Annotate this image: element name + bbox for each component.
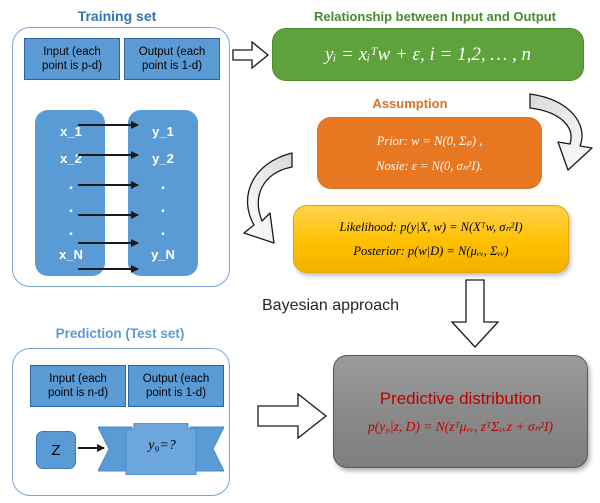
training-input-value: . [68,196,74,216]
mapping-arrow-icon [78,150,139,159]
training-output-chip-line1: Output (each [138,46,206,58]
relationship-formula-box: yᵢ = xᵢᵀw + ε, i = 1,2, … , n [272,28,584,81]
training-output-column: y_1 y_2 . . . y_N [128,110,198,276]
training-output-value: y_N [151,246,175,262]
training-input-value: x_1 [60,123,82,139]
assumption-box: Prior: w = N(0, Σₚ) , Nosie: ε = N(0, σₙ… [317,117,542,189]
training-input-value: x_2 [60,150,82,166]
training-output-chip-line2: point is 1-d) [141,60,203,72]
bayesian-approach-label: Bayesian approach [262,297,399,314]
relationship-caption: Relationship between Input and Output [314,9,556,24]
prediction-output-chip-line1: Output (each [142,373,210,385]
training-input-value: . [68,219,74,239]
predictive-distribution-box: Predictive distribution p(y₉|z, D) = N(z… [333,355,588,468]
prediction-input-chip: Input (each point is n-d) [30,365,126,407]
arrow-assumption-to-inference-icon [240,145,310,255]
arrow-inference-to-predictive-icon [448,278,502,350]
assumption-caption: Assumption [372,96,448,111]
prediction-output-chip-line2: point is 1-d) [145,387,207,399]
training-input-column: x_1 x_2 . . . x_N [35,110,105,276]
arrow-relationship-to-assumption-icon [502,84,598,184]
mapping-arrow-icon [78,264,139,273]
mapping-arrow-icon [78,210,139,219]
mapping-arrow-icon [78,120,139,129]
mapping-arrow-icon [78,238,139,247]
relationship-formula: yᵢ = xᵢᵀw + ε, i = 1,2, … , n [324,43,531,65]
training-input-chip-line2: point is p-d) [41,60,103,72]
training-input-value: . [68,173,74,193]
predictive-distribution-formula: p(y₉|z, D) = N(zᵀμᵥᵥ, zᵀΣᵥᵥz + σₙ²I) [367,418,554,434]
arrow-prediction-to-predictive-icon [256,390,328,442]
prior-formula: Prior: w = N(0, Σₚ) , [376,133,483,148]
prediction-input-chip-line2: point is n-d) [47,387,109,399]
mapping-arrow-icon [78,180,139,189]
training-output-value: y_2 [152,150,174,166]
test-point-z-label: Z [51,441,61,459]
training-output-value: y_1 [152,123,174,139]
training-output-value: . [160,173,166,193]
posterior-formula: Posterior: p(w|D) = N(μᵥᵥ, Σᵥᵥ) [353,244,509,258]
arrow-z-to-prediction-icon [78,443,105,452]
likelihood-formula: Likelihood: p(y|X, w) = N(Xᵀw, σₙ²I) [339,220,523,234]
training-output-chip: Output (each point is 1-d) [124,38,220,80]
training-set-caption: Training set [77,8,157,24]
prediction-input-chip-line1: Input (each [49,373,107,385]
training-output-value: . [160,219,166,239]
training-input-value: x_N [59,246,83,262]
training-input-chip: Input (each point is p-d) [24,38,120,80]
prediction-output-chip: Output (each point is 1-d) [128,365,224,407]
training-input-chip-line1: Input (each [43,46,101,58]
inference-box: Likelihood: p(y|X, w) = N(Xᵀw, σₙ²I) Pos… [293,205,569,273]
prediction-ribbon-shape [97,422,225,476]
predictive-distribution-title: Predictive distribution [379,388,542,408]
prediction-ribbon-label: y₉=? [148,438,176,453]
prediction-set-caption: Prediction (Test set) [55,326,185,341]
training-output-value: . [160,196,166,216]
test-point-z-chip: Z [36,431,76,469]
arrow-training-to-relationship-icon [232,40,270,70]
noise-formula: Nosie: ε = N(0, σₙ²I). [376,158,483,173]
